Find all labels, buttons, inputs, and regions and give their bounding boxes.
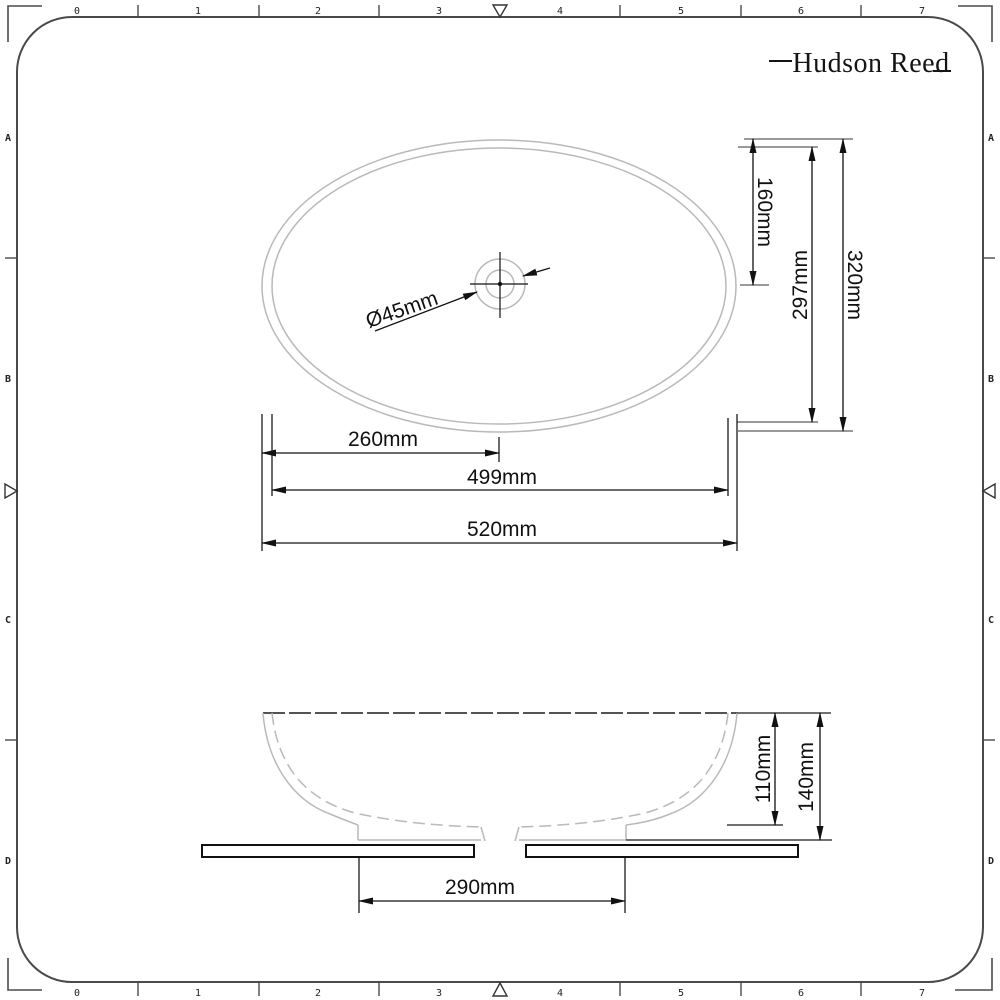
center-marker-bottom (491, 981, 509, 997)
dim-label-110: 110mm (752, 735, 775, 803)
ruler-top: 0 1 2 3 4 5 6 7 (74, 4, 925, 19)
corner-mark-top-right (958, 5, 993, 42)
ruler-top-7: 7 (919, 6, 925, 17)
ruler-bottom-4: 4 (557, 988, 563, 999)
center-marker-right (981, 482, 996, 500)
bowl-outer-right (625, 712, 738, 826)
basin-inner-rim (271, 147, 727, 425)
hole-diameter-label: Ø45mm (363, 287, 441, 333)
plan-view-basin: Ø45mm (261, 139, 737, 433)
logo-text: Hudson Reed (792, 48, 949, 79)
ruler-bottom: 0 1 2 3 4 5 6 7 (74, 981, 925, 999)
corner-mark-bottom-right (955, 958, 993, 991)
ruler-top-1: 1 (195, 6, 201, 17)
ruler-top-0: 0 (74, 6, 80, 17)
ruler-top-4: 4 (557, 6, 563, 17)
center-marker-top (491, 4, 509, 19)
row-letter-b-right: B (988, 374, 994, 385)
ruler-bottom-2: 2 (315, 988, 321, 999)
plan-view-horizontal-dimensions: 260mm 499mm 520mm (261, 414, 738, 551)
row-letter-a-left: A (5, 133, 11, 144)
waste-outlet-right (514, 826, 520, 842)
brand-logo: Hudson Reed (769, 48, 951, 79)
hole-leader-left (374, 291, 478, 332)
ruler-bottom-1: 1 (195, 988, 201, 999)
counter-right (525, 844, 799, 858)
dim-label-499: 499mm (467, 466, 537, 489)
ruler-bottom-0: 0 (74, 988, 80, 999)
elevation-view-basin (201, 712, 799, 858)
corner-mark-bottom-left (7, 958, 42, 991)
waste-center-point (497, 281, 503, 287)
row-letter-d-right: D (988, 856, 994, 867)
row-letter-a-right: A (988, 133, 994, 144)
counter-left (201, 844, 475, 858)
bowl-outer-left (262, 712, 359, 826)
row-letter-c-right: C (988, 615, 994, 626)
bowl-inner-left (271, 712, 482, 828)
sheet-frame (7, 5, 993, 991)
dim-label-297: 297mm (789, 250, 812, 320)
dim-label-520: 520mm (467, 518, 537, 541)
waste-outlet-left (480, 826, 486, 842)
elevation-view-dimensions: 110mm 140mm 290mm (358, 712, 832, 913)
ruler-bottom-6: 6 (798, 988, 804, 999)
ruler-top-5: 5 (678, 6, 684, 17)
row-letter-c-left: C (5, 615, 11, 626)
hole-leader-right (522, 267, 551, 277)
ruler-top-2: 2 (315, 6, 321, 17)
basin-outer-rim (261, 139, 737, 433)
ruler-bottom-5: 5 (678, 988, 684, 999)
dim-label-320: 320mm (843, 250, 866, 320)
ruler-bottom-7: 7 (919, 988, 925, 999)
ruler-bottom-3: 3 (436, 988, 442, 999)
dim-label-260: 260mm (348, 428, 418, 451)
bowl-inner-right (518, 712, 729, 828)
row-letter-d-left: D (5, 856, 11, 867)
ruler-left: A B C D (4, 133, 19, 867)
corner-mark-top-left (7, 5, 42, 42)
dim-label-140: 140mm (795, 742, 818, 812)
dim-label-290: 290mm (445, 876, 515, 899)
ruler-top-3: 3 (436, 6, 442, 17)
dim-label-160: 160mm (753, 177, 776, 247)
ruler-top-6: 6 (798, 6, 804, 17)
row-letter-b-left: B (5, 374, 11, 385)
plan-view-vertical-dimensions: 160mm 297mm 320mm (737, 138, 866, 432)
ruler-right: A B C D (981, 133, 996, 867)
center-marker-left (4, 482, 19, 500)
